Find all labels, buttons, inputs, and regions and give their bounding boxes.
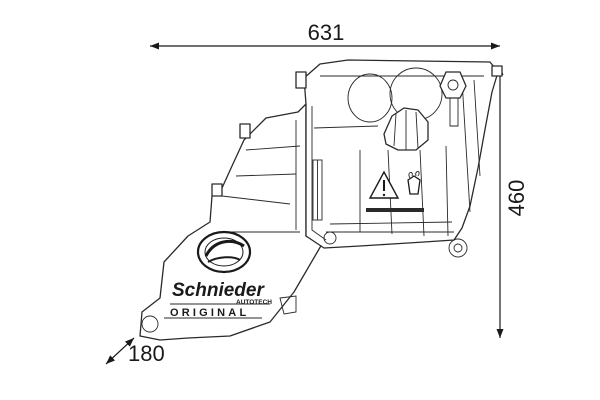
brand-tagline: ORIGINAL [170, 307, 249, 319]
brand-suffix: AUTOTECH [236, 299, 272, 306]
expansion-tank [139, 59, 503, 341]
height-value: 460 [504, 180, 529, 217]
depth-dimension: 180 [105, 337, 165, 366]
pressure-cap-icon [439, 71, 467, 127]
filler-cap-icon [383, 107, 429, 151]
logo-globe-icon [196, 230, 252, 274]
width-dimension: 631 [150, 20, 500, 50]
warning-triangle-icon [368, 170, 400, 199]
hot-hand-icon [407, 171, 421, 195]
warning-text-strip [366, 208, 424, 212]
depth-value: 180 [128, 341, 165, 366]
height-dimension: 460 [496, 66, 529, 338]
width-value: 631 [308, 20, 345, 45]
brand-name: Schnieder [172, 280, 265, 301]
